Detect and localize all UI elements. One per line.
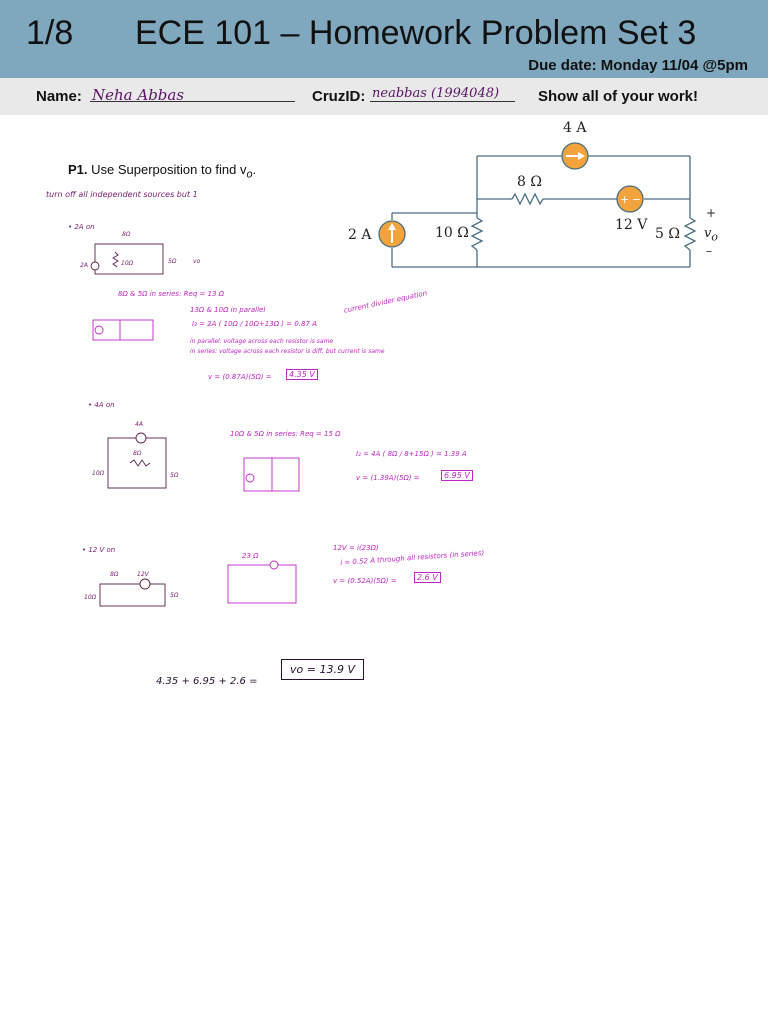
current-source-4a-icon — [561, 142, 589, 170]
case3-r5: 5Ω — [170, 592, 179, 599]
case1-parallel: 13Ω & 10Ω in parallel — [190, 306, 266, 314]
page-number: 1/8 — [26, 14, 74, 52]
intro-note: turn off all independent sources but 1 — [46, 190, 198, 199]
case1-heading: • 2A on — [68, 223, 95, 231]
final-sum: 4.35 + 6.95 + 2.6 = — [156, 676, 258, 687]
cruzid-value: neabbas (1994048) — [372, 86, 500, 101]
case1-note-series: in series: voltage across each resistor … — [190, 348, 385, 355]
problem-label: P1. — [68, 162, 88, 177]
case1-r10: 10Ω — [121, 260, 134, 267]
case2-src: 4A — [135, 421, 143, 428]
name-label: Name: — [36, 88, 82, 105]
case2-r8: 8Ω — [133, 450, 142, 457]
current-divider-note: current divider equation — [343, 289, 428, 315]
problem-statement: P1. Use Superposition to find vo. — [68, 162, 256, 181]
case2-result-eq: v = (1.39A)(5Ω) = — [356, 474, 420, 482]
case2-heading: • 4A on — [88, 401, 115, 409]
case1-result: 4.35 V — [286, 369, 318, 380]
case3-result: 2.6 V — [414, 572, 441, 583]
svg-text:−: − — [632, 193, 641, 206]
case1-note-parallel: in parallel: voltage across each resisto… — [190, 338, 334, 345]
label-minus: – — [706, 244, 712, 258]
voltage-source-12v-icon: + − — [616, 185, 644, 213]
case1-vo: vo — [193, 258, 201, 265]
label-12v: 12 V — [615, 217, 648, 233]
label-plus: + — [706, 206, 717, 220]
problem-period: . — [252, 162, 257, 177]
case2-result: 6.95 V — [441, 470, 473, 481]
name-value: Neha Abbas — [92, 86, 185, 104]
case1-equation: I₂ = 2A ( 10Ω / 10Ω+13Ω ) = 0.87 A — [192, 320, 317, 328]
final-result: vo = 13.9 V — [281, 659, 364, 680]
case1-r8: 8Ω — [122, 231, 131, 238]
case1-result-eq: v = (0.87A)(5Ω) = — [208, 373, 272, 381]
label-vo: vo — [704, 226, 718, 244]
cruzid-underline — [370, 101, 515, 102]
label-5ohm: 5 Ω — [655, 226, 680, 242]
case3-src: 12V — [137, 571, 149, 578]
header-bar: 1/8 ECE 101 – Homework Problem Set 3 Due… — [0, 0, 768, 78]
case3-result-eq: v = (0.52A)(5Ω) = — [333, 577, 397, 585]
label-10ohm: 10 Ω — [435, 225, 469, 241]
due-date: Due date: Monday 11/04 @5pm — [528, 57, 748, 74]
case2-r5: 5Ω — [170, 472, 179, 479]
case2-series: 10Ω & 5Ω in series: Req = 15 Ω — [230, 430, 341, 438]
cruzid-label: CruzID: — [312, 88, 366, 105]
problem-text: Use Superposition to find v — [91, 162, 247, 177]
svg-text:+: + — [620, 193, 629, 206]
page-title: ECE 101 – Homework Problem Set 3 — [135, 14, 697, 52]
case3-heading: • 12 V on — [82, 546, 116, 554]
label-8ohm: 8 Ω — [517, 174, 542, 190]
case3-r10: 10Ω — [84, 594, 97, 601]
label-4a: 4 A — [563, 120, 587, 136]
name-bar: Name: Neha Abbas CruzID: neabbas (199404… — [0, 78, 768, 115]
problem-subscript: o — [246, 168, 253, 181]
case3-r8: 8Ω — [110, 571, 119, 578]
case1-series: 8Ω & 5Ω in series: Req = 13 Ω — [118, 290, 225, 298]
case3-req: 23 Ω — [242, 552, 259, 560]
case1-r5: 5Ω — [168, 258, 177, 265]
case2-r10: 10Ω — [92, 470, 105, 477]
current-source-2a-icon — [378, 220, 406, 248]
case3-kvl: 12V = i(23Ω) — [333, 544, 379, 552]
label-2a: 2 A — [348, 227, 372, 243]
show-work-instruction: Show all of your work! — [538, 88, 699, 105]
case1-src: 2A — [80, 262, 88, 269]
name-underline — [90, 101, 295, 102]
case2-equation: I₂ = 4A ( 8Ω / 8+15Ω ) = 1.39 A — [356, 450, 467, 458]
